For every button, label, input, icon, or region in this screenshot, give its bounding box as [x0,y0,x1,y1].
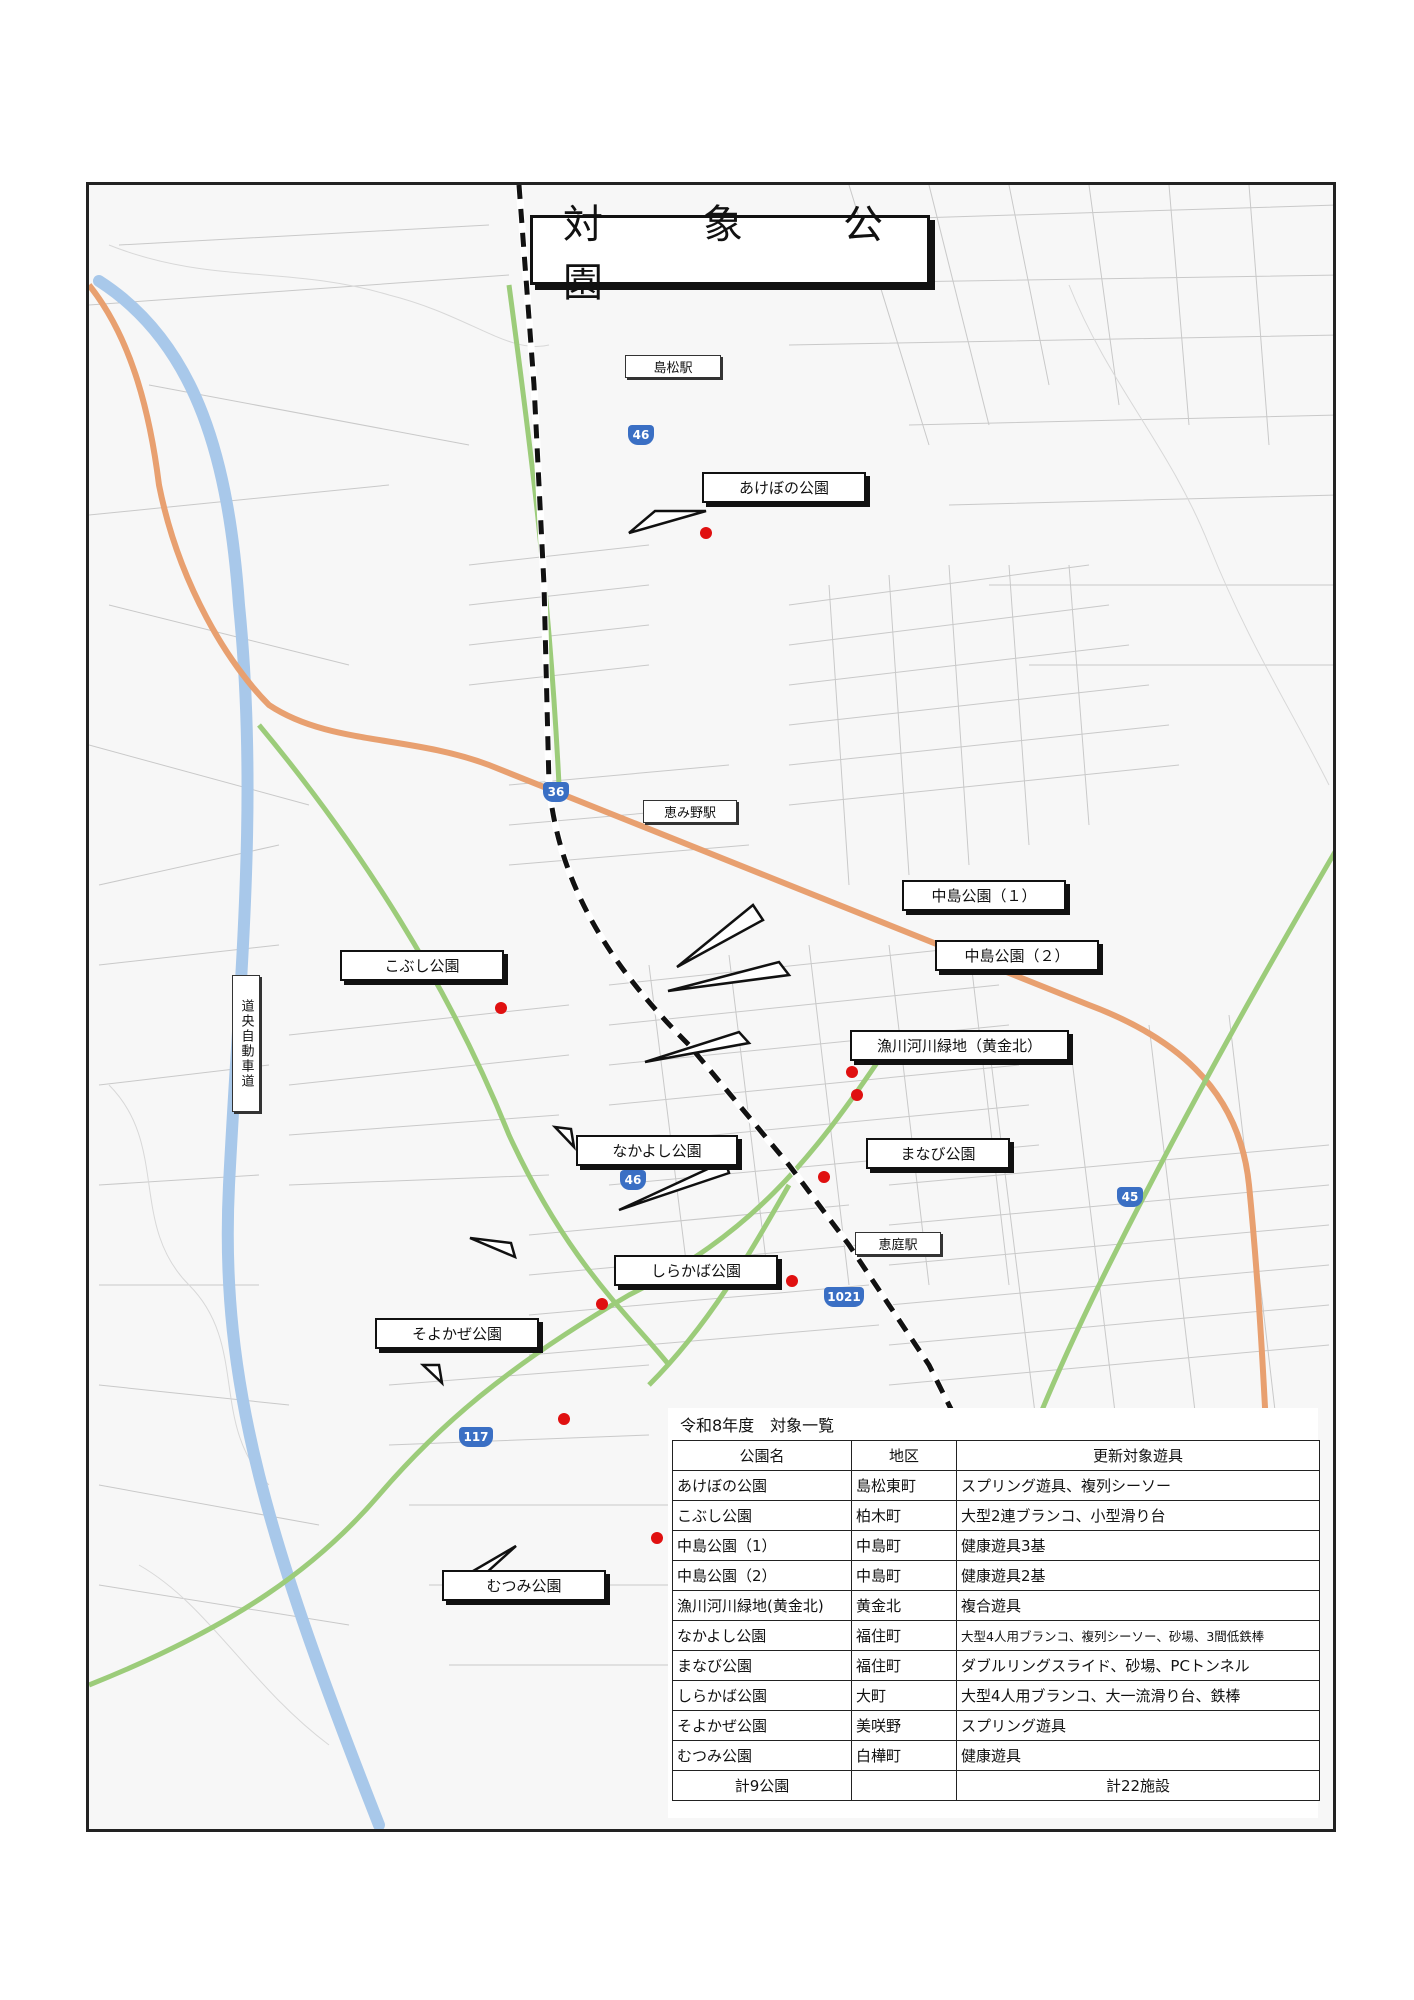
cell-district: 福住町 [851,1620,957,1651]
cell-park-name: むつみ公園 [672,1740,852,1771]
cell-district: 大町 [851,1680,957,1711]
cell-equipment: スプリング遊具 [956,1710,1320,1741]
park-label: なかよし公園 [576,1135,738,1166]
cell-equipment: 健康遊具 [956,1740,1320,1771]
table-row: 漁川河川緑地(黄金北) 黄金北 複合遊具 [672,1590,1320,1621]
park-leaders [419,509,792,1604]
table-row: まなび公園 福住町 ダブルリングスライド、砂場、PCトンネル [672,1650,1320,1681]
park-label: 中島公園（１） [902,880,1066,911]
table-row: 中島公園（1） 中島町 健康遊具3基 [672,1530,1320,1561]
cell-district: 中島町 [851,1530,957,1561]
map-background [89,185,1333,1829]
cell-district: 柏木町 [851,1500,957,1531]
table-title: 令和8年度 対象一覧 [680,1416,835,1435]
column-header: 公園名 [672,1440,852,1471]
total-parks: 計9公園 [672,1770,852,1801]
cell-equipment: ダブルリングスライド、砂場、PCトンネル [956,1650,1320,1681]
railway [516,185,1052,1587]
cell-park-name: 中島公園（2） [672,1560,852,1591]
expressway-label: 道央自動車道 [232,975,260,1112]
expressway [93,275,385,1829]
cell-district: 白樺町 [851,1740,957,1771]
total-facilities: 計22施設 [956,1770,1320,1801]
cell-park-name: まなび公園 [672,1650,852,1681]
column-header: 更新対象遊具 [956,1440,1320,1471]
route-shield: 36 [543,782,569,802]
table-row: そよかぜ公園 美咲野 スプリング遊具 [672,1710,1320,1741]
map-title: 対 象 公 園 [530,202,953,306]
route-shield: 45 [1117,1187,1143,1207]
cell-district: 黄金北 [851,1590,957,1621]
cell-equipment: 大型4人用ブランコ、複列シーソー、砂場、3間低鉄棒 [956,1620,1320,1651]
park-label: むつみ公園 [442,1570,606,1601]
park-label: あけぼの公園 [702,472,866,503]
cell-equipment: 健康遊具2基 [956,1560,1320,1591]
station-label-megumino: 恵み野駅 [643,800,737,823]
cell-park-name: こぶし公園 [672,1500,852,1531]
cell-equipment: スプリング遊具、複列シーソー [956,1470,1320,1501]
route-shield: 1021 [824,1287,864,1307]
cell-equipment: 大型2連ブランコ、小型滑り台 [956,1500,1320,1531]
table-row: 中島公園（2） 中島町 健康遊具2基 [672,1560,1320,1591]
cell-park-name: 漁川河川緑地(黄金北) [672,1590,852,1621]
cell-park-name: 中島公園（1） [672,1530,852,1561]
cell-park-name: しらかば公園 [672,1680,852,1711]
cell-park-name: なかよし公園 [672,1620,852,1651]
total-empty [851,1770,957,1801]
cell-district: 美咲野 [851,1710,957,1741]
table-row: なかよし公園 福住町 大型4人用ブランコ、複列シーソー、砂場、3間低鉄棒 [672,1620,1320,1651]
park-label: 漁川河川緑地（黄金北） [850,1030,1069,1061]
table-header-row: 公園名 地区 更新対象遊具 [672,1440,1320,1471]
station-label-eniwa: 恵庭駅 [855,1232,941,1255]
cell-equipment: 健康遊具3基 [956,1530,1320,1561]
table-footer-row: 計9公園 計22施設 [672,1770,1320,1801]
terrain-contours [108,244,1330,1746]
cell-equipment: 大型4人用ブランコ、大一流滑り台、鉄棒 [956,1680,1320,1711]
table-row: あけぼの公園 島松東町 スプリング遊具、複列シーソー [672,1470,1320,1501]
street-grid [89,185,1333,1666]
cell-park-name: あけぼの公園 [672,1470,852,1501]
park-label: そよかぜ公園 [375,1318,539,1349]
park-label: しらかば公園 [614,1255,778,1286]
park-table: 公園名 地区 更新対象遊具 あけぼの公園 島松東町 スプリング遊具、複列シーソー… [672,1440,1320,1801]
cell-district: 中島町 [851,1560,957,1591]
cell-park-name: そよかぜ公園 [672,1710,852,1741]
park-label: 中島公園（２） [935,940,1099,971]
cell-district: 福住町 [851,1650,957,1681]
park-label: こぶし公園 [340,950,504,981]
park-markers [495,527,863,1544]
route-shield: 46 [620,1170,646,1190]
route-shield: 117 [459,1427,493,1447]
table-row: むつみ公園 白樺町 健康遊具 [672,1740,1320,1771]
column-header: 地区 [851,1440,957,1471]
park-label: まなび公園 [866,1138,1010,1169]
table-row: しらかば公園 大町 大型4人用ブランコ、大一流滑り台、鉄棒 [672,1680,1320,1711]
route-shield: 46 [628,425,654,445]
table-row: こぶし公園 柏木町 大型2連ブランコ、小型滑り台 [672,1500,1320,1531]
station-label-shimamatsu: 島松駅 [625,355,721,378]
cell-equipment: 複合遊具 [956,1590,1320,1621]
national-route-36 [89,283,1272,1486]
cell-district: 島松東町 [851,1470,957,1501]
